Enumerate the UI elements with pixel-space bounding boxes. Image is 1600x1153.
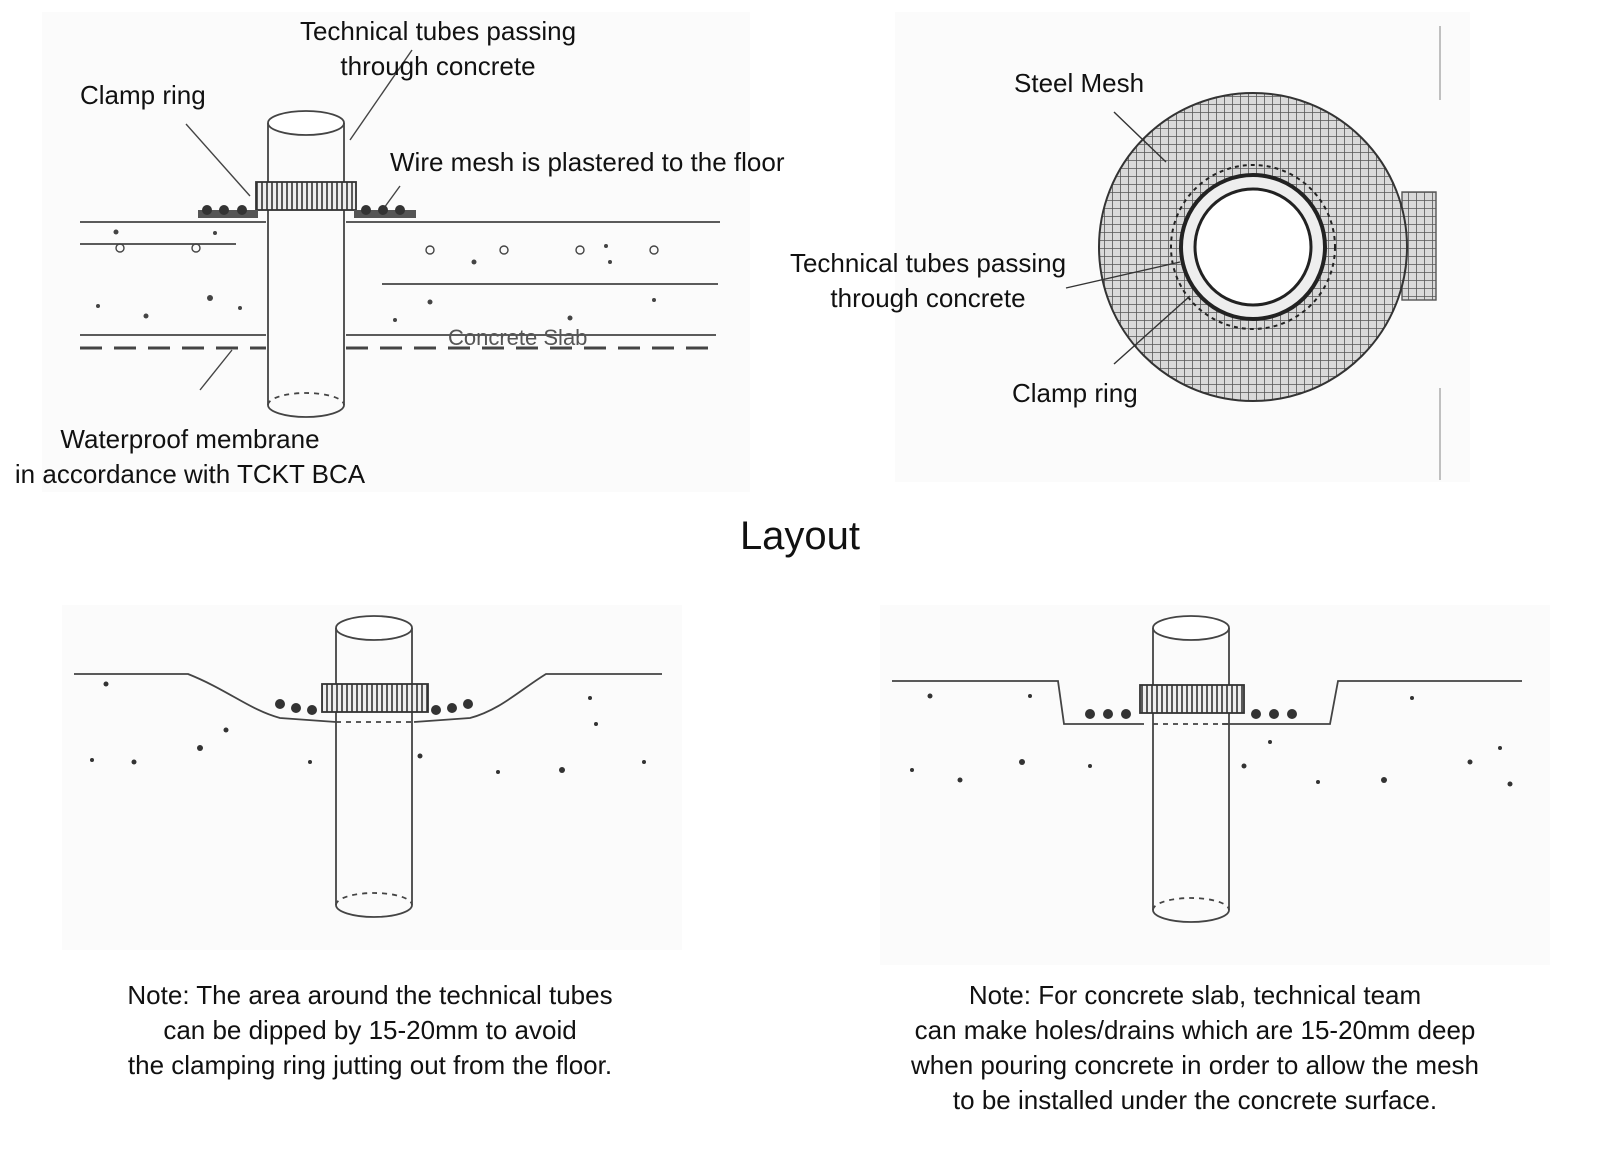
mesh-wire-beads — [202, 205, 405, 215]
note-right-line: when pouring concrete in order to allow … — [911, 1050, 1479, 1080]
cross-section-panel — [42, 12, 750, 492]
note-left-line: can be dipped by 15-20mm to avoid — [163, 1015, 577, 1045]
steel-mesh-label: Steel Mesh — [1014, 68, 1145, 98]
recessed-detail-beads — [910, 693, 1513, 787]
note-right-line: Note: For concrete slab, technical team — [968, 980, 1422, 1010]
concrete-aggregate — [96, 229, 659, 322]
waterproof-membrane-label: Waterproof membrane in accordance with T… — [14, 424, 366, 489]
note-left-line: the clamping ring jutting out from the f… — [127, 1050, 613, 1080]
wire-mesh-label: Wire mesh is plastered to the floor — [390, 147, 785, 177]
note-right-line: to be installed under the concrete surfa… — [952, 1085, 1438, 1115]
plan-tubes-label: Technical tubes passing through concrete — [789, 248, 1067, 313]
plan-clamp-ring-label: Clamp ring — [1012, 378, 1138, 408]
note-left: Note: The area around the technical tube… — [40, 978, 700, 1083]
recessed-detail-diagram — [892, 615, 1522, 923]
plan-view-diagram — [1065, 26, 1441, 480]
dipped-detail-beads — [90, 681, 646, 774]
concrete-slab-label: Concrete Slab — [448, 325, 588, 350]
clamp-ring-label: Clamp ring — [80, 80, 206, 110]
recessed-detail-panel — [880, 605, 1550, 965]
note-left-line: Note: The area around the technical tube… — [127, 980, 613, 1010]
note-right: Note: For concrete slab, technical team … — [860, 978, 1530, 1118]
page-title: Layout — [739, 514, 861, 558]
tubes-label: Technical tubes passing through concrete — [299, 16, 577, 81]
dipped-detail-diagram — [74, 615, 662, 918]
dipped-detail-panel — [62, 605, 682, 950]
note-right-line: can make holes/drains which are 15-20mm … — [914, 1015, 1476, 1045]
